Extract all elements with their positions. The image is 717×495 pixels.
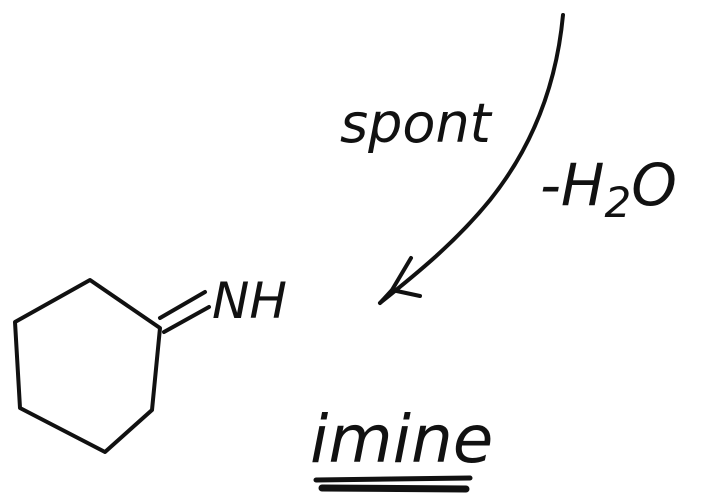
double-bond-upper <box>158 290 207 320</box>
byproduct-subscript: 2 <box>605 178 632 227</box>
double-bond-lower <box>162 305 211 334</box>
condition-label: spont <box>340 92 493 155</box>
nh-group-label: NH <box>212 272 287 330</box>
reaction-arrow-shaft <box>378 13 565 305</box>
reaction-arrow-head <box>378 256 422 305</box>
byproduct-label: -H2O <box>540 151 677 227</box>
cyclohexane-ring <box>13 278 162 454</box>
byproduct-o: O <box>631 151 677 219</box>
byproduct-h: -H <box>540 151 605 219</box>
compound-name-label: imine <box>310 401 493 478</box>
label-underline-2 <box>318 484 470 493</box>
label-underline-1 <box>313 475 473 483</box>
